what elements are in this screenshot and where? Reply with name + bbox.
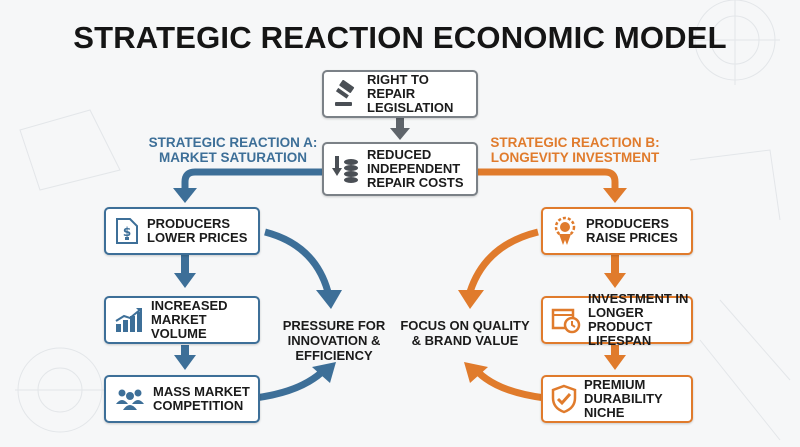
curve-a-top [264,228,332,293]
svg-text:$: $ [123,225,131,239]
raise-prices-label: PRODUCERS RAISE PRICES [586,216,678,245]
center-down-arrow [390,118,410,140]
branch-arrow-b-head [603,188,627,203]
outcome-a: PRESSURE FOR INNOVATION & EFFICIENCY [282,318,386,363]
diagram-title: STRATEGIC REACTION ECONOMIC MODEL [73,20,727,55]
growth-chart-icon [114,307,144,333]
crowd-icon [114,386,146,412]
repair-costs-box: REDUCED INDEPENDENT REPAIR COSTS [322,142,478,196]
shield-check-icon [551,384,577,414]
legislation-label: RIGHT TO REPAIR LEGISLATION [367,72,454,115]
market-volume-box: INCREASED MARKET VOLUME [104,296,260,344]
price-down-icon: $ [114,217,140,245]
durability-niche-label: PREMIUM DURABILITY NICHE [584,377,663,420]
down-arrow-coins-icon [332,154,360,184]
curve-b-bottom [475,369,546,402]
branch-arrow-a-head [173,188,197,203]
product-lifespan-box: INVESTMENT IN LONGER PRODUCT LIFESPAN [541,292,693,348]
product-lifespan-label: INVESTMENT IN LONGER PRODUCT LIFESPAN [588,291,689,348]
repair-costs-label: REDUCED INDEPENDENT REPAIR COSTS [367,147,464,190]
branch-arrow-a [181,168,322,190]
outcome-b: FOCUS ON QUALITY & BRAND VALUE [400,318,530,348]
legislation-box: RIGHT TO REPAIR LEGISLATION [322,70,478,118]
lower-prices-box: $ PRODUCERS LOWER PRICES [104,207,260,255]
curve-a-bottom [254,369,325,402]
right-column-arrows [604,255,626,370]
gavel-icon [332,80,360,108]
curve-b-top [466,228,539,294]
reaction-b-title: STRATEGIC REACTION B: LONGEVITY INVESTME… [490,135,660,165]
market-volume-label: INCREASED MARKET VOLUME [151,298,228,341]
left-column-arrows [174,255,196,370]
durability-niche-box: PREMIUM DURABILITY NICHE [541,375,693,423]
reaction-a-title: STRATEGIC REACTION A: MARKET SATURATION [148,135,318,165]
price-up-badge-icon [551,216,579,246]
lower-prices-label: PRODUCERS LOWER PRICES [147,216,248,245]
mass-market-label: MASS MARKET COMPETITION [153,384,250,413]
mass-market-box: MASS MARKET COMPETITION [104,375,260,423]
branch-arrow-b [478,168,619,190]
raise-prices-box: PRODUCERS RAISE PRICES [541,207,693,255]
box-clock-icon [551,306,581,334]
